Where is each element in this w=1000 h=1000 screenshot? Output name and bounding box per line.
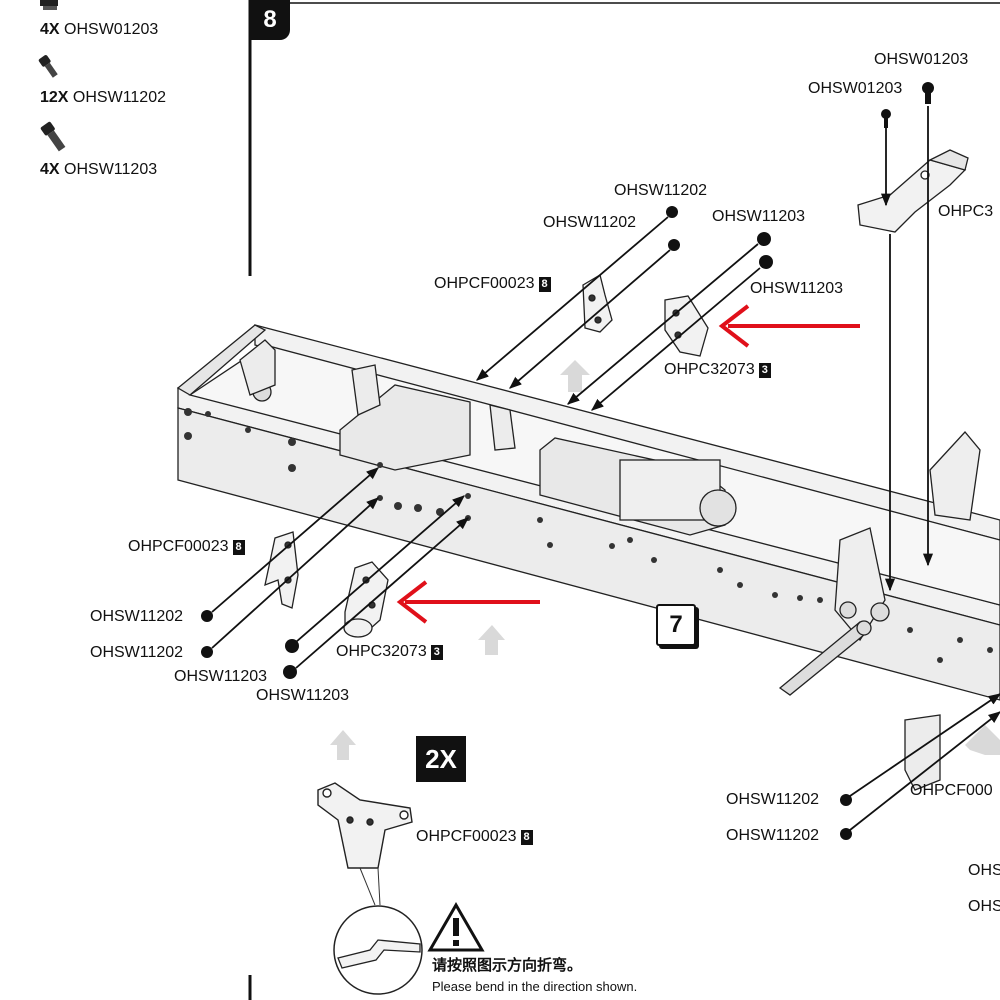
parts-list-item: 4X OHSW01203 [40,21,158,39]
quantity-multiplier-badge: 2X [416,736,466,782]
substep-reference-box: 7 [656,604,696,646]
chassis-frame [176,324,1000,791]
bracket-ohpcf-left [264,531,299,609]
parts-qty: 12X [40,89,69,106]
label-ohsw11203: OHSW11203 [712,208,806,225]
ghost-arrows [330,360,1000,760]
label-ohpcf-cut: OHPCF000 [910,782,993,799]
label-ohsw11202: OHSW11202 [726,791,820,808]
parts-qty: 4X [40,161,60,178]
step-number-badge: 8 [250,0,290,40]
sheet-tag: 3 [758,363,771,378]
crossmember-part-top-right [857,149,969,233]
label-ohsw11203: OHSW11203 [750,280,844,297]
guide-lines [211,106,1000,831]
screw-icon-ohsw11202 [38,55,58,78]
parts-list-item: 12X OHSW11202 [40,89,166,107]
screws-exploded [201,82,934,840]
parts-list-item: 4X OHSW11203 [40,161,157,179]
screw-icon-ohsw11203 [40,121,66,152]
label-ohs-cut: OHS [968,898,1000,915]
parts-code: OHSW01203 [64,21,159,38]
parts-code: OHSW11203 [64,161,158,178]
sheet-tag: 8 [538,277,551,292]
label-ohsw11202: OHSW11202 [614,182,708,199]
label-ohsw01203: OHSW01203 [874,51,969,68]
bracket-ohpc32073-top [664,295,709,357]
sheet-tag: 3 [430,645,443,660]
warning-text-cn: 请按照图示方向折弯。 [432,957,583,974]
bracket-ohpc32073-left [343,561,389,638]
parts-code: OHSW11202 [72,89,166,106]
label-ohsw11202: OHSW11202 [90,608,184,625]
rail-holes [184,408,993,663]
warning-text-en: Please bend in the direction shown. [432,979,638,994]
bracket-ohpcf-2x [317,782,413,906]
bend-detail-circle [333,905,423,995]
parts-qty: 4X [40,21,60,38]
sheet-tag: 8 [232,540,245,555]
label-ohsw11202: OHSW11202 [726,827,820,844]
warning-icon [427,902,485,952]
label-ohsw11202: OHSW11202 [90,644,184,661]
sheet-tag: 8 [520,830,533,845]
label-ohsw11203: OHSW11203 [174,668,268,685]
label-ohpc3-cut: OHPC3 [938,203,994,220]
label-ohsw01203: OHSW01203 [808,80,903,97]
label-ohs-cut: OHS [968,862,1000,879]
red-callout-arrows [396,304,860,624]
screw-icon-ohsw01203 [40,0,58,10]
label-ohsw11203: OHSW11203 [256,687,350,704]
label-ohsw11202: OHSW11202 [543,214,637,231]
